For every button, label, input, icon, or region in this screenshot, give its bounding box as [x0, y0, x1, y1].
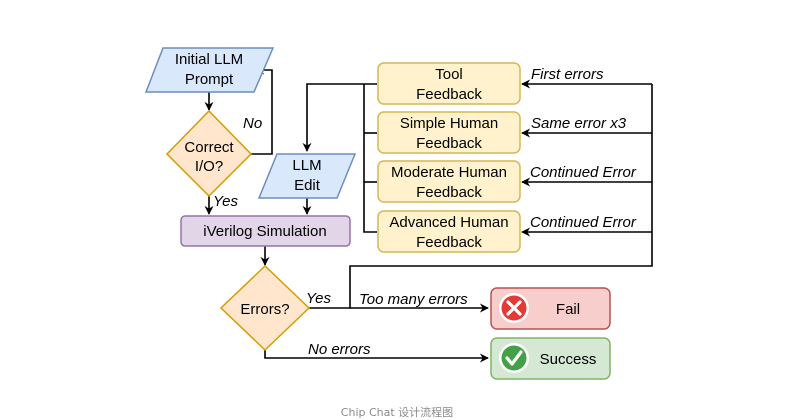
check-circle-icon	[499, 343, 529, 373]
iverilog-simulation-node: iVerilog Simulation	[180, 215, 351, 247]
llm-edit-node: LLM Edit	[257, 153, 357, 199]
edge-label-too-many: Too many errors	[359, 291, 468, 308]
arrow-yes-errors-bus	[309, 84, 653, 309]
edge-label-no-errors: No errors	[308, 341, 371, 358]
tool-feedback-node: Tool Feedback	[377, 62, 521, 105]
fail-label: Fail	[556, 301, 580, 318]
edge-label-yes-errors: Yes	[306, 290, 332, 307]
simple-human-line1: Simple Human	[400, 115, 498, 132]
edge-label-same-error: Same error x3	[531, 115, 627, 132]
moderate-human-line2: Feedback	[416, 184, 482, 201]
errors-label: Errors?	[240, 301, 289, 318]
llm-edit-line1: LLM	[292, 157, 321, 174]
llm-edit-line2: Edit	[294, 177, 321, 194]
correct-io-line1: Correct	[184, 139, 234, 156]
success-node: Success	[490, 337, 611, 380]
tool-feedback-line2: Feedback	[416, 86, 482, 103]
simple-human-line2: Feedback	[416, 135, 482, 152]
success-label: Success	[540, 351, 597, 368]
iverilog-simulation-label: iVerilog Simulation	[203, 223, 326, 240]
advanced-human-line1: Advanced Human	[389, 214, 508, 231]
edge-label-continued-1: Continued Error	[530, 164, 637, 181]
errors-decision: Errors?	[219, 264, 311, 352]
tool-feedback-line1: Tool	[435, 66, 463, 83]
moderate-human-line1: Moderate Human	[391, 164, 507, 181]
edge-label-yes-io: Yes	[213, 193, 239, 210]
edge-label-continued-2: Continued Error	[530, 214, 637, 231]
edge-label-no: No	[243, 115, 262, 132]
initial-prompt-line1: Initial LLM	[175, 51, 243, 68]
x-circle-icon	[499, 293, 529, 323]
initial-prompt-line2: Prompt	[185, 71, 234, 88]
arrow-to-success	[264, 350, 489, 363]
figure-caption: Chip Chat 设计流程图	[340, 406, 454, 419]
correct-io-decision: Correct I/O?	[165, 109, 253, 198]
initial-prompt-node: Initial LLM Prompt	[144, 47, 275, 93]
advanced-human-feedback-node: Advanced Human Feedback	[377, 210, 521, 253]
simple-human-feedback-node: Simple Human Feedback	[377, 111, 521, 154]
moderate-human-feedback-node: Moderate Human Feedback	[377, 160, 521, 203]
correct-io-line2: I/O?	[195, 158, 223, 175]
arrow-feedback-to-edit	[302, 83, 377, 152]
advanced-human-line2: Feedback	[416, 234, 482, 251]
edge-label-first-errors: First errors	[531, 66, 604, 83]
fail-node: Fail	[490, 287, 611, 330]
feedback-collector-line	[363, 84, 377, 233]
